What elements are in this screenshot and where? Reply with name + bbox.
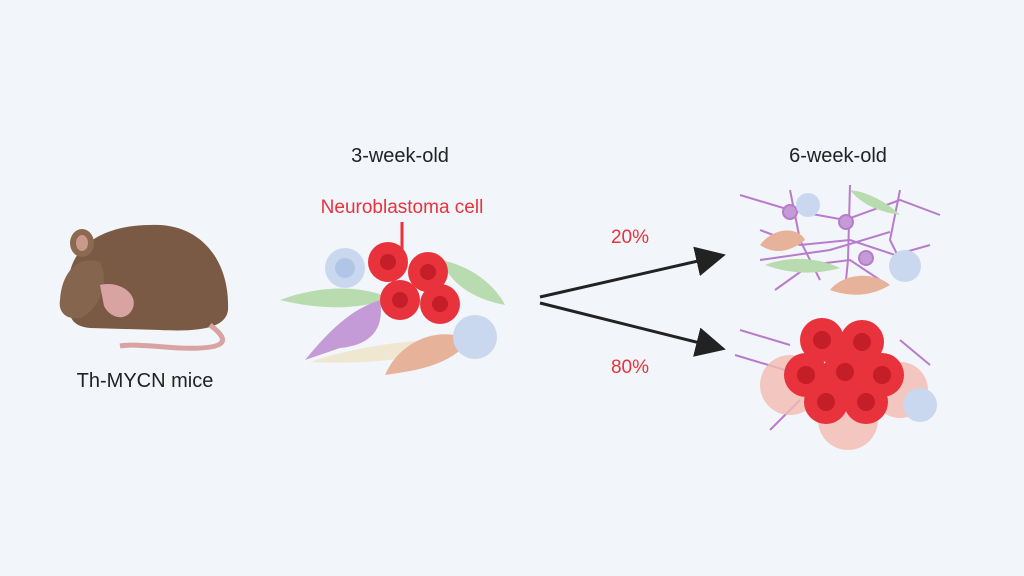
percent-top: 20%	[611, 227, 649, 248]
tumor-mass	[734, 318, 937, 450]
stage2-label: 6-week-old	[789, 145, 887, 167]
mouse-illustration	[59, 224, 229, 351]
mouse-label: Th-MYCN mice	[77, 370, 214, 392]
stage1-label: 3-week-old	[351, 145, 449, 167]
cell-cluster-3-week	[280, 242, 505, 375]
arrow-top	[539, 246, 726, 299]
neuroblastoma-cell-label: Neuroblastoma cell	[321, 197, 484, 218]
percent-bottom: 80%	[611, 357, 649, 378]
stroma-cells-top	[760, 190, 921, 295]
arrow-bottom	[539, 301, 726, 357]
